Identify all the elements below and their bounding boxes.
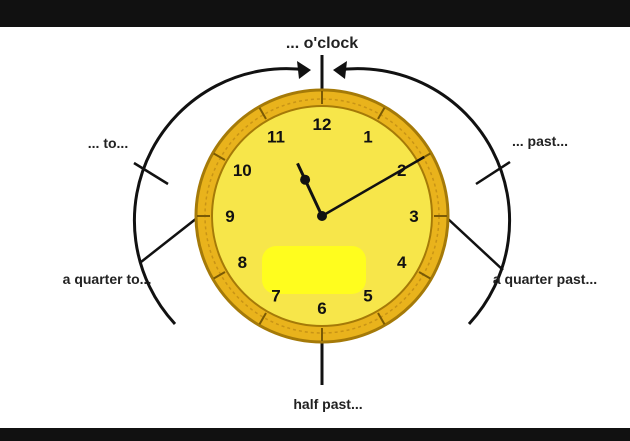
quarter-to-label: a quarter to... xyxy=(63,271,152,287)
quarter-to-pointer-line xyxy=(141,218,197,262)
quarter-past-label: a quarter past... xyxy=(493,271,597,287)
numeral-5: 5 xyxy=(363,287,372,306)
hour-hand-dot xyxy=(300,175,310,185)
numeral-8: 8 xyxy=(238,253,247,272)
past-label: ... past... xyxy=(512,133,568,149)
quarter-past-pointer-line xyxy=(447,218,503,270)
to-arrowhead-icon xyxy=(297,61,311,79)
numeral-7: 7 xyxy=(271,287,280,306)
numeral-4: 4 xyxy=(397,253,407,272)
past-arrowhead-icon xyxy=(333,61,347,79)
numeral-12: 12 xyxy=(313,115,332,134)
numeral-9: 9 xyxy=(225,207,234,226)
to-label: ... to... xyxy=(88,135,128,151)
numeral-11: 11 xyxy=(267,127,285,146)
numeral-1: 1 xyxy=(363,127,372,146)
numeral-10: 10 xyxy=(233,161,252,180)
half-past-label: half past... xyxy=(293,396,362,412)
center-pin xyxy=(317,211,327,221)
oclock-label: ... o'clock xyxy=(286,35,358,52)
numeral-3: 3 xyxy=(409,207,418,226)
numeral-6: 6 xyxy=(317,299,326,318)
